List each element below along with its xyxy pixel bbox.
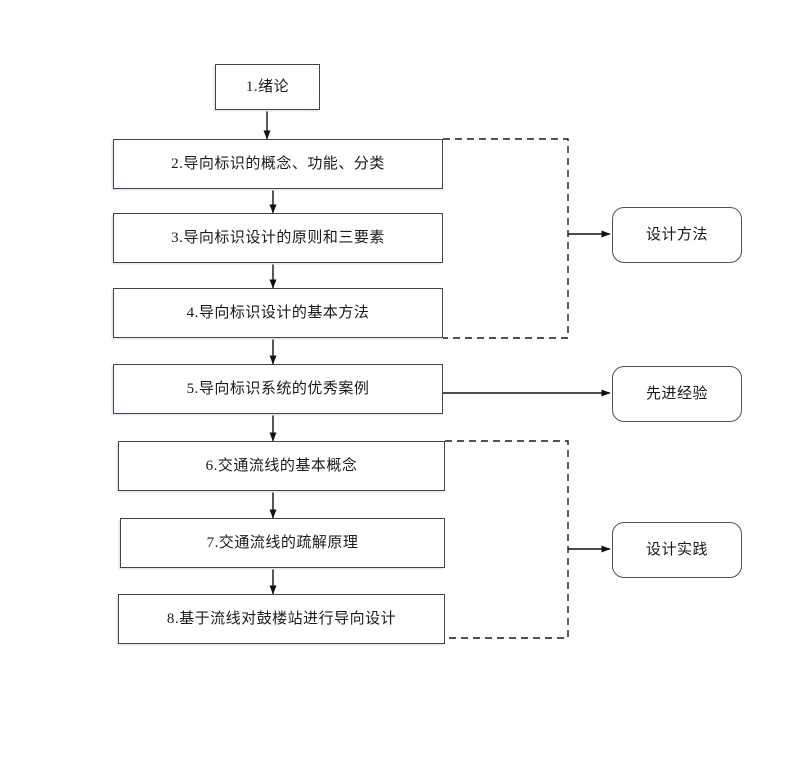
chapter-node-label: 2.导向标识的概念、功能、分类	[171, 155, 385, 172]
chapter-node-n6[interactable]: 6.交通流线的基本概念	[118, 441, 445, 491]
chapter-node-n5[interactable]: 5.导向标识系统的优秀案例	[113, 364, 443, 414]
outcome-node-label: 设计方法	[645, 226, 708, 243]
chapter-node-n2[interactable]: 2.导向标识的概念、功能、分类	[113, 139, 443, 189]
bracket-design-method	[443, 138, 569, 339]
chapter-node-label: 5.导向标识系统的优秀案例	[186, 380, 370, 397]
chapter-node-n3[interactable]: 3.导向标识设计的原则和三要素	[113, 213, 443, 263]
chapter-node-n4[interactable]: 4.导向标识设计的基本方法	[113, 288, 443, 338]
dashed-brackets	[443, 138, 611, 639]
outcome-node-label: 先进经验	[645, 385, 708, 402]
chapter-node-label: 8.基于流线对鼓楼站进行导向设计	[166, 610, 397, 627]
chapter-node-label: 4.导向标识设计的基本方法	[186, 304, 370, 321]
outcome-node-o2[interactable]: 先进经验	[612, 366, 742, 422]
outcome-node-label: 设计实践	[645, 541, 708, 558]
chapter-node-label: 3.导向标识设计的原则和三要素	[171, 229, 385, 246]
chapter-node-label: 7.交通流线的疏解原理	[206, 534, 359, 551]
chapter-node-n1[interactable]: 1.绪论	[215, 64, 320, 110]
chapter-node-label: 6.交通流线的基本概念	[205, 457, 358, 474]
outcome-node-o1[interactable]: 设计方法	[612, 207, 742, 263]
chapter-node-n8[interactable]: 8.基于流线对鼓楼站进行导向设计	[118, 594, 445, 644]
outcome-node-o3[interactable]: 设计实践	[612, 522, 742, 578]
chapter-node-label: 1.绪论	[245, 78, 290, 95]
chapter-node-n7[interactable]: 7.交通流线的疏解原理	[120, 518, 445, 568]
bracket-design-practice	[445, 440, 569, 639]
